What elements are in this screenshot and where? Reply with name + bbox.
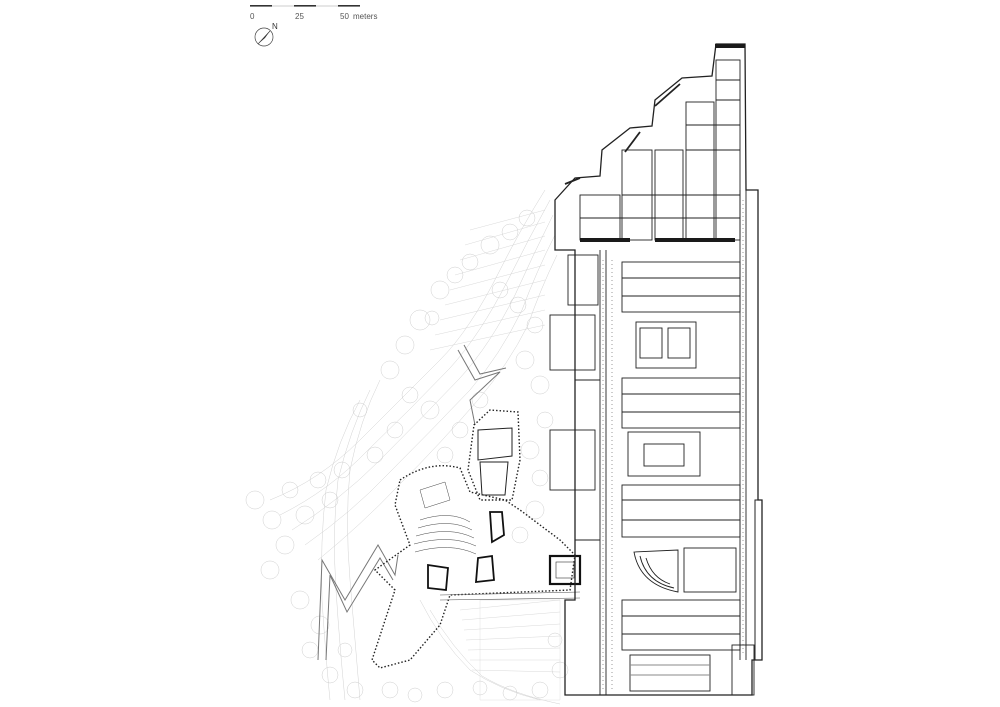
landscape-contours [269,189,561,705]
scale-unit: meters [353,12,377,21]
scale-label-0: 0 [250,12,255,21]
zigzag-ramp [317,344,507,661]
scale-bar: 0 25 50 meters [250,5,377,21]
north-arrow: N [254,22,278,47]
main-building [549,43,763,696]
scale-label-25: 25 [295,12,304,21]
pavilion-cluster [371,409,582,669]
landscape-terraces [429,209,561,673]
scale-label-50: 50 [340,12,349,21]
north-label: N [272,22,278,31]
landscape-trees [245,209,569,703]
